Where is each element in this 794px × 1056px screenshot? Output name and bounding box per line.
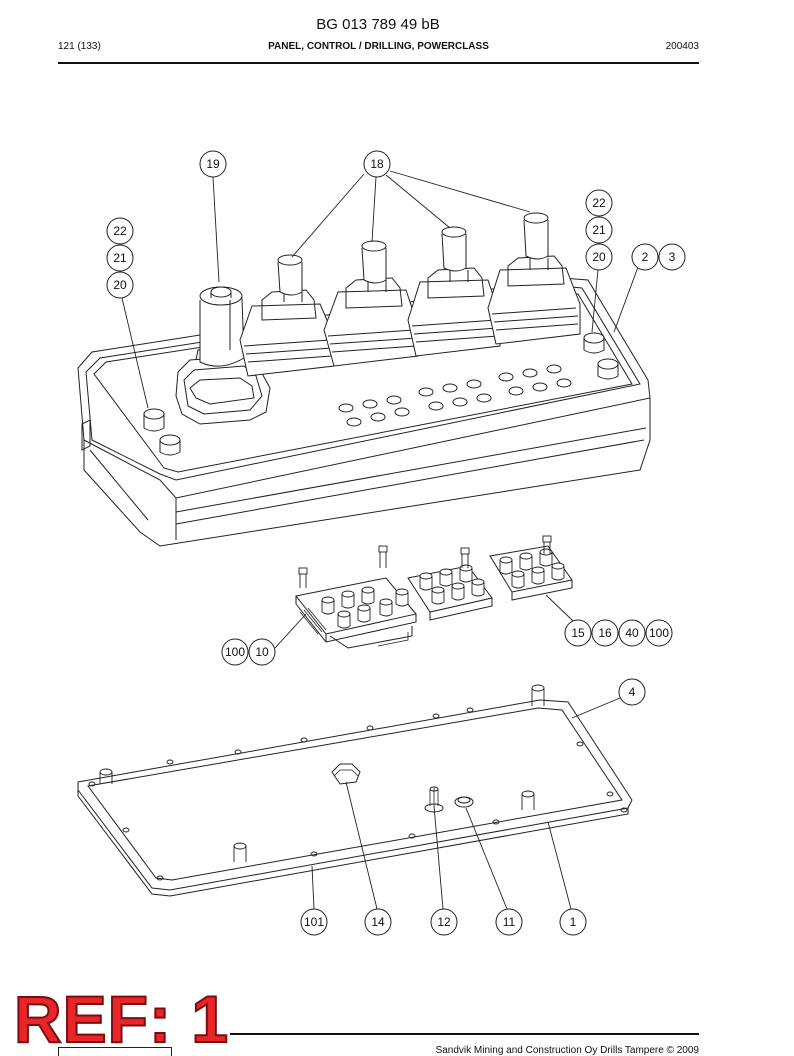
svg-text:1: 1: [570, 915, 577, 929]
callout-21-left: 21: [106, 244, 134, 272]
callout-18: 18: [363, 150, 391, 178]
push-buttons: [338, 364, 572, 427]
svg-text:3: 3: [669, 250, 676, 264]
header-rule: [58, 62, 699, 64]
knobs-left: [143, 408, 181, 456]
svg-text:20: 20: [592, 250, 606, 264]
svg-text:14: 14: [371, 915, 385, 929]
callout-22-left: 22: [106, 217, 134, 245]
svg-text:11: 11: [503, 915, 516, 929]
svg-text:18: 18: [370, 157, 384, 171]
svg-text:40: 40: [625, 626, 639, 640]
svg-text:22: 22: [592, 196, 606, 210]
callout-11: 11: [495, 908, 523, 936]
svg-text:20: 20: [113, 278, 127, 292]
footer-logo: [58, 1047, 172, 1056]
callout-10: 10: [248, 638, 276, 666]
footer-copyright: Sandvik Mining and Construction Oy Drill…: [435, 1045, 699, 1056]
svg-text:100: 100: [225, 645, 245, 659]
callout-40: 40: [618, 619, 646, 647]
svg-text:4: 4: [629, 685, 636, 699]
callout-100-left: 100: [221, 638, 249, 666]
callout-22-right: 22: [585, 189, 613, 217]
joystick-1: [239, 254, 335, 377]
svg-text:10: 10: [255, 645, 269, 659]
page-title: PANEL, CONTROL / DRILLING, POWERCLASS: [268, 41, 489, 52]
svg-text:2: 2: [642, 250, 649, 264]
callout-12: 12: [430, 908, 458, 936]
callout-14: 14: [364, 908, 392, 936]
svg-text:12: 12: [437, 915, 451, 929]
callout-100-right: 100: [645, 619, 673, 647]
callout-16: 16: [591, 619, 619, 647]
joystick-4: [487, 212, 581, 345]
knobs-right: [583, 332, 619, 380]
svg-text:16: 16: [598, 626, 612, 640]
callout-1: 1: [559, 908, 587, 936]
svg-text:15: 15: [571, 626, 585, 640]
joystick-main: [175, 286, 271, 425]
svg-text:101: 101: [304, 915, 324, 929]
svg-text:21: 21: [113, 251, 127, 265]
footer-rule: [230, 1033, 699, 1035]
svg-text:22: 22: [113, 224, 127, 238]
document-number: BG 013 789 49 bB: [316, 16, 440, 33]
joystick-2: [323, 240, 419, 367]
svg-text:100: 100: [649, 626, 669, 640]
callout-19: 19: [199, 150, 227, 178]
circuit-boards: [295, 535, 573, 649]
page-number: 121 (133): [58, 41, 101, 52]
callout-15: 15: [564, 619, 592, 647]
callout-101: 101: [300, 908, 328, 936]
callout-4: 4: [618, 678, 646, 706]
callout-2: 2: [631, 243, 659, 271]
leader-lines: [121, 170, 639, 910]
callout-3: 3: [658, 243, 686, 271]
svg-text:19: 19: [206, 157, 220, 171]
callout-21-right: 21: [585, 216, 613, 244]
joystick-3: [407, 226, 501, 357]
date-code: 200403: [665, 41, 699, 52]
callout-20-left: 20: [106, 271, 134, 299]
bottom-plate: [77, 684, 633, 897]
ref-stamp: REF: 1: [13, 982, 230, 1056]
callout-20-right: 20: [585, 243, 613, 271]
svg-text:21: 21: [592, 223, 606, 237]
header-row: 121 (133) PANEL, CONTROL / DRILLING, POW…: [58, 41, 699, 55]
